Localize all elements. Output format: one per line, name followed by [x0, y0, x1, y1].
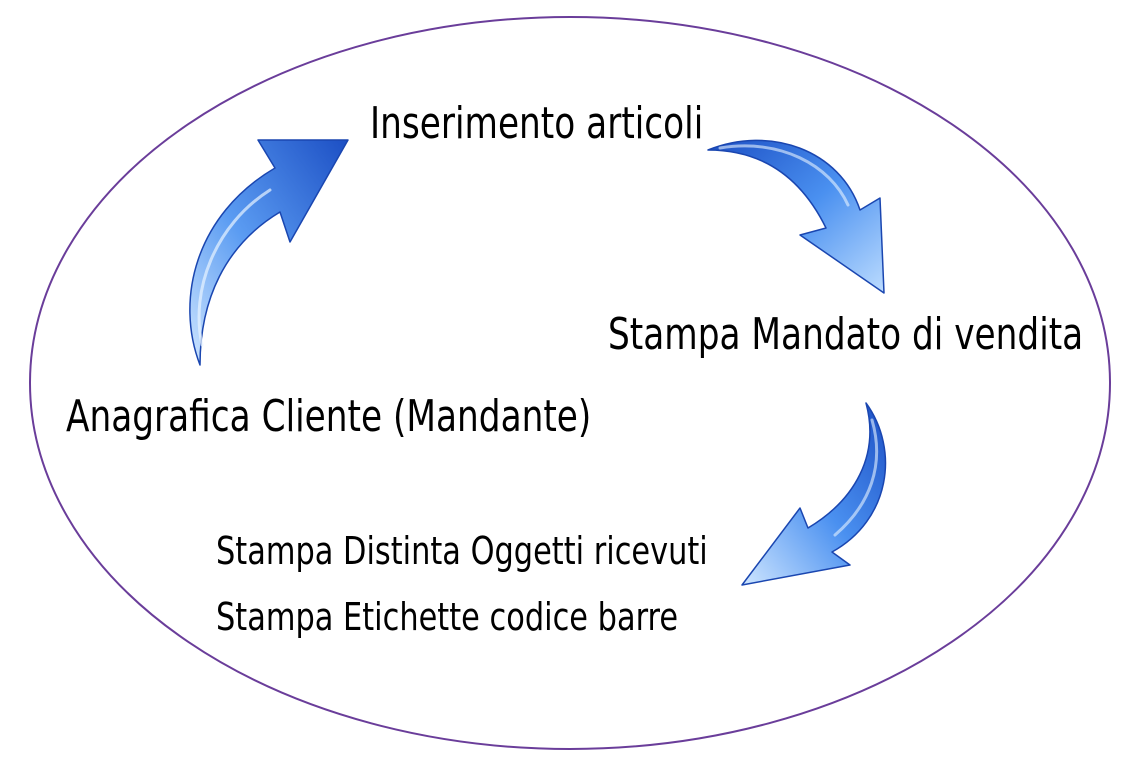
step-mandato-label: Stampa Mandato di vendita	[608, 309, 1084, 360]
arrow-down-left-icon	[741, 402, 887, 586]
step-distinta-label: Stampa Distinta Oggetti ricevuti	[216, 529, 708, 573]
step-anagrafica-label: Anagrafica Cliente (Mandante)	[66, 391, 592, 442]
arrow-up-right-icon	[189, 139, 349, 366]
arrow-down-right-icon	[707, 139, 885, 294]
step-inserimento-label: Inserimento articoli	[370, 98, 704, 149]
cycle-ellipse	[29, 16, 1111, 750]
step-etichette-label: Stampa Etichette codice barre	[216, 595, 679, 639]
